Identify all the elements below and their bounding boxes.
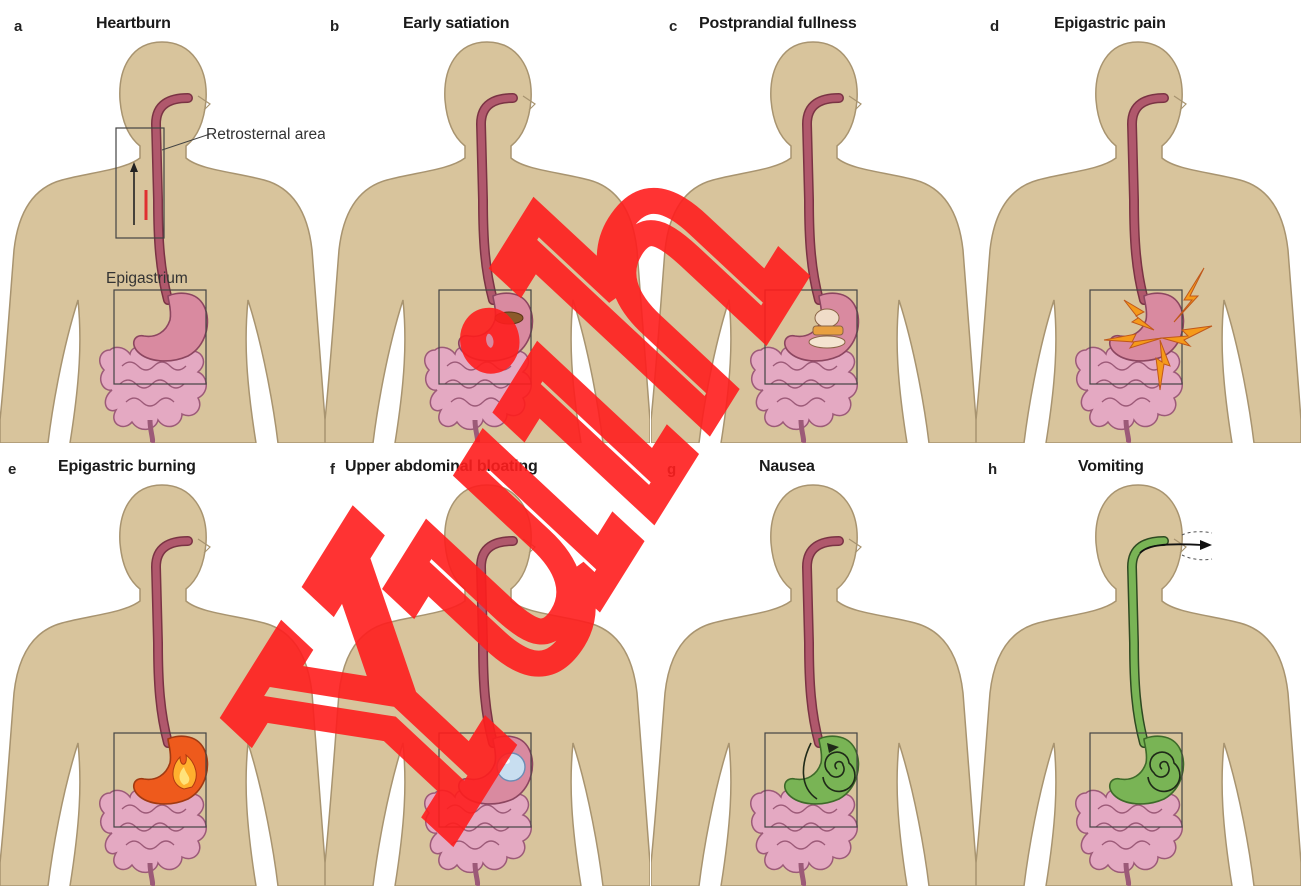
panel-early-satiation: b Early satiation [325, 0, 650, 443]
gas-bubble-icon [497, 753, 525, 781]
body-illustration-e [0, 443, 325, 886]
panel-letter: d [990, 18, 999, 35]
panel-letter: a [14, 18, 22, 35]
food-bolus [495, 312, 523, 324]
panel-title: Early satiation [403, 15, 509, 33]
panel-letter: f [330, 461, 335, 478]
panel-letter: b [330, 18, 339, 35]
body-illustration-a [0, 0, 325, 443]
panel-letter: c [669, 18, 677, 35]
panel-title: Nausea [759, 458, 815, 476]
panel-title: Vomiting [1078, 458, 1144, 476]
body-illustration-b [325, 0, 650, 443]
panel-title: Postprandial fullness [699, 15, 857, 33]
body-illustration-h [976, 443, 1301, 886]
body-illustration-c [651, 0, 976, 443]
panel-vomiting: h Vomiting [976, 443, 1301, 886]
panel-epigastric-pain: d Epigastric pain [976, 0, 1301, 443]
panel-title: Epigastric pain [1054, 15, 1166, 33]
panel-heartburn: a Heartburn Retrosternal area Epigastriu… [0, 0, 325, 443]
panel-title: Epigastric burning [58, 458, 196, 476]
panel-upper-abdominal-bloating: f Upper abdominal bloating [325, 443, 650, 886]
panel-postprandial-fullness: c Postprandial fullness [651, 0, 976, 443]
epigastrium-label: Epigastrium [106, 270, 188, 288]
panel-epigastric-burning: e Epigastric burning [0, 443, 325, 886]
panel-nausea: g Nausea [651, 443, 976, 886]
body-illustration-f [325, 443, 650, 886]
panel-letter: e [8, 461, 16, 478]
panel-title: Upper abdominal bloating [345, 458, 538, 476]
body-illustration-d [976, 0, 1301, 443]
panel-letter: g [667, 461, 676, 478]
panel-letter: h [988, 461, 997, 478]
retrosternal-label: Retrosternal area [206, 126, 325, 144]
panel-title: Heartburn [96, 15, 171, 33]
body-illustration-g [651, 443, 976, 886]
